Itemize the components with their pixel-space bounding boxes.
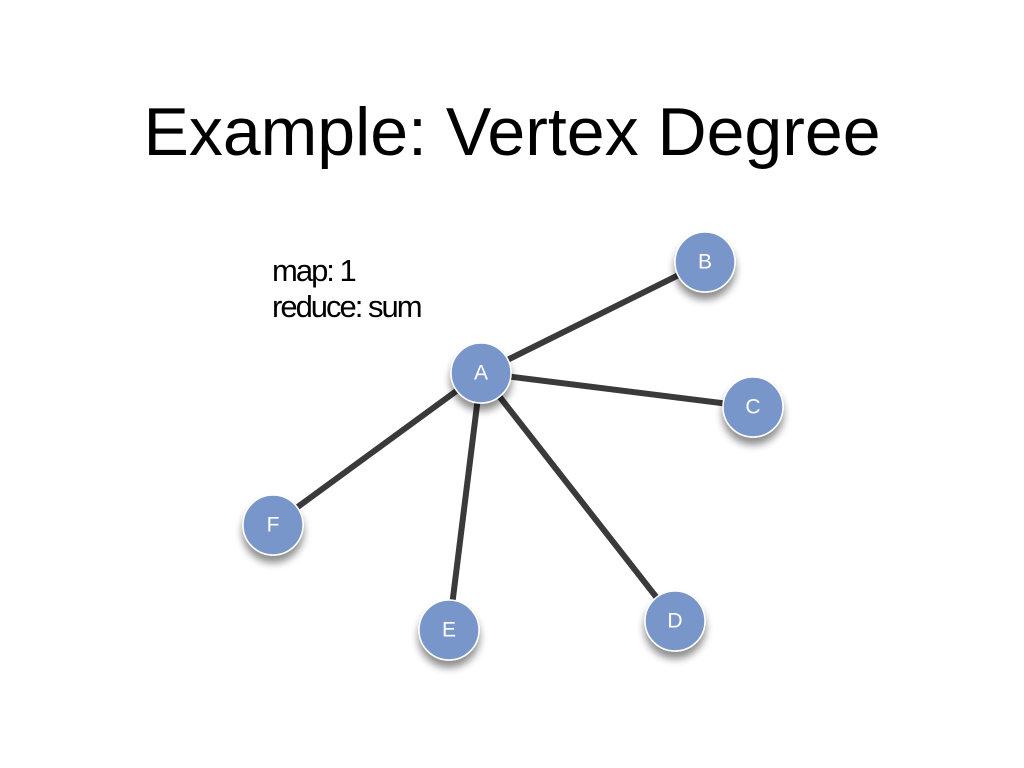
node-circle-b	[674, 231, 736, 293]
node-label-b: B	[698, 251, 712, 274]
node-label-d: D	[667, 610, 682, 633]
node-e: E	[418, 599, 480, 661]
edge-a-e	[446, 370, 484, 633]
edge-a-f	[270, 370, 484, 528]
slide-title: Example: Vertex Degree	[143, 94, 881, 170]
node-circle-e	[418, 599, 480, 661]
edge-a-d	[478, 370, 678, 624]
node-c: C	[722, 376, 784, 438]
annotation-reduce: reduce: sum	[272, 289, 423, 324]
annotation: map: 1 reduce: sum	[272, 253, 423, 325]
annotation-map: map: 1	[272, 253, 357, 288]
edges-layer	[270, 259, 756, 633]
edge-a-b	[478, 259, 708, 376]
node-circle-a	[450, 342, 512, 404]
node-circle-c	[722, 376, 784, 438]
node-circle-d	[644, 590, 706, 652]
node-label-c: C	[745, 396, 760, 419]
node-label-e: E	[442, 619, 456, 642]
nodes-layer: A B C D E F	[242, 231, 784, 661]
node-b: B	[674, 231, 736, 293]
node-label-f: F	[267, 514, 280, 537]
node-d: D	[644, 590, 706, 652]
node-a: A	[450, 342, 512, 404]
node-f: F	[242, 494, 304, 556]
node-circle-f	[242, 494, 304, 556]
node-label-a: A	[474, 362, 488, 385]
edge-a-c	[478, 370, 756, 410]
